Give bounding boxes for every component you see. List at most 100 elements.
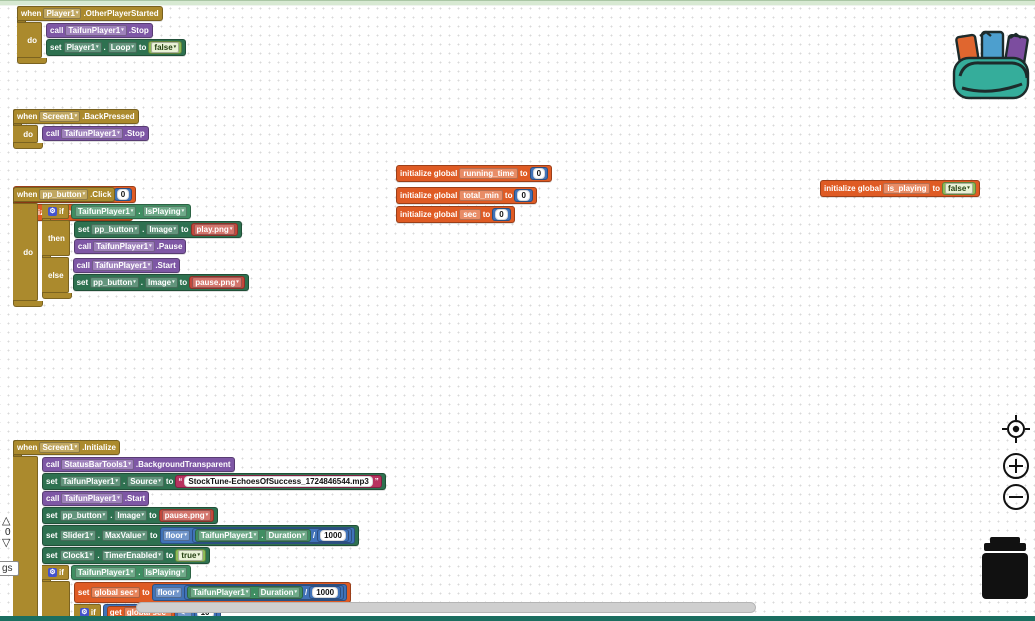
component-dropdown[interactable]: Clock1▾ bbox=[59, 550, 96, 561]
logic-boolean-block[interactable]: false▾ bbox=[942, 182, 976, 195]
property-dropdown[interactable]: Source▾ bbox=[127, 476, 164, 487]
property-dropdown[interactable]: Duration▾ bbox=[265, 530, 308, 541]
number-block[interactable]: 0 bbox=[529, 167, 549, 180]
rounding-dropdown[interactable]: floor▾ bbox=[162, 530, 190, 541]
variable-dropdown[interactable]: global sec▾ bbox=[91, 587, 141, 598]
property-dropdown[interactable]: Duration▾ bbox=[257, 587, 300, 598]
variable-name-field[interactable]: running_time bbox=[459, 168, 519, 179]
property-dropdown[interactable]: Image▾ bbox=[145, 277, 178, 288]
property-dropdown[interactable]: MaxValue▾ bbox=[102, 530, 148, 541]
property-dropdown[interactable]: IsPlaying▾ bbox=[142, 567, 188, 578]
component-dropdown[interactable]: pp_button▾ bbox=[90, 277, 139, 288]
number-field[interactable]: 0 bbox=[532, 168, 546, 179]
stack-screen1-initialize[interactable]: whenScreen1▾.InitializedocallStatusBarTo… bbox=[13, 440, 1035, 621]
asset-dropdown[interactable]: pause.png▾ bbox=[161, 510, 212, 521]
property-dropdown[interactable]: Loop▾ bbox=[107, 42, 137, 53]
asset-dropdown[interactable]: play.png▾ bbox=[193, 224, 236, 235]
horizontal-scrollbar[interactable] bbox=[136, 602, 756, 613]
component-dropdown[interactable]: Screen1▾ bbox=[39, 442, 81, 453]
number-block[interactable]: 0 bbox=[492, 208, 511, 221]
component-dropdown[interactable]: pp_button▾ bbox=[59, 510, 109, 521]
number-block[interactable]: 0 bbox=[113, 188, 133, 201]
number-field[interactable]: 1000 bbox=[312, 587, 339, 598]
logic-boolean-block[interactable]: false▾ bbox=[148, 41, 183, 54]
string-field[interactable]: StockTune-EchoesOfSuccess_1724846544.mp3 bbox=[184, 476, 373, 487]
number-block[interactable]: 1000 bbox=[317, 529, 349, 542]
boolean-dropdown[interactable]: true▾ bbox=[178, 550, 204, 561]
component-dropdown[interactable]: TaifunPlayer1▾ bbox=[61, 493, 123, 504]
component-dropdown[interactable]: Player1▾ bbox=[43, 8, 82, 19]
number-field[interactable]: 1000 bbox=[320, 530, 346, 541]
component-dropdown[interactable]: TaifunPlayer1▾ bbox=[189, 587, 252, 598]
component-dropdown[interactable]: TaifunPlayer1▾ bbox=[65, 25, 127, 36]
component-dropdown[interactable]: StatusBarTools1▾ bbox=[61, 459, 134, 470]
component-dropdown[interactable]: Screen1▾ bbox=[39, 111, 81, 122]
component-dropdown[interactable]: TaifunPlayer1▾ bbox=[59, 476, 121, 487]
number-field[interactable]: 0 bbox=[517, 190, 530, 201]
warning-indicator[interactable]: △ 0 ▽ bbox=[2, 516, 11, 549]
math-floor-block[interactable]: floor▾TaifunPlayer1▾.Duration▾/1000 bbox=[151, 584, 348, 601]
property-dropdown[interactable]: IsPlaying▾ bbox=[142, 206, 188, 217]
number-block[interactable]: 0 bbox=[514, 189, 533, 202]
asset-dropdown-block[interactable]: play.png▾ bbox=[190, 223, 239, 236]
math-operation-block[interactable]: TaifunPlayer1▾.Duration▾/1000 bbox=[183, 585, 345, 600]
asset-dropdown-block[interactable]: pause.png▾ bbox=[189, 276, 245, 289]
warnings-toggle-button[interactable]: gs bbox=[0, 561, 19, 576]
mutator-gear-icon[interactable]: ⚙ bbox=[48, 568, 57, 577]
component-dropdown[interactable]: Slider1▾ bbox=[59, 530, 96, 541]
component-dropdown[interactable]: TaifunPlayer1▾ bbox=[91, 260, 154, 271]
text-string-block[interactable]: “StockTune-EchoesOfSuccess_1724846544.mp… bbox=[175, 475, 382, 488]
backpack-icon[interactable] bbox=[950, 30, 1035, 109]
number-field[interactable]: 0 bbox=[495, 209, 508, 220]
component-dropdown[interactable]: TaifunPlayer1▾ bbox=[74, 206, 137, 217]
number-field[interactable]: 0 bbox=[116, 189, 130, 200]
component-dropdown[interactable]: TaifunPlayer1▾ bbox=[197, 530, 260, 541]
math-operation-block[interactable]: TaifunPlayer1▾.Duration▾/1000 bbox=[191, 528, 352, 543]
mutator-gear-icon[interactable]: ⚙ bbox=[79, 608, 89, 617]
property-getter-block[interactable]: TaifunPlayer1▾.Duration▾ bbox=[186, 586, 303, 599]
property-getter-block[interactable]: TaifunPlayer1▾.Duration▾ bbox=[194, 529, 311, 542]
number-block[interactable]: 1000 bbox=[309, 586, 342, 599]
logic-boolean-block[interactable]: true▾ bbox=[175, 549, 207, 562]
asset-dropdown[interactable]: pause.png▾ bbox=[192, 277, 242, 288]
mutator-gear-icon[interactable]: ⚙ bbox=[48, 207, 57, 216]
component-dropdown[interactable]: Player1▾ bbox=[63, 42, 102, 53]
boolean-dropdown[interactable]: false▾ bbox=[151, 42, 180, 53]
rounding-dropdown[interactable]: floor▾ bbox=[154, 587, 182, 598]
component-dropdown[interactable]: TaifunPlayer1▾ bbox=[93, 241, 155, 252]
math-floor-block[interactable]: floor▾TaifunPlayer1▾.Duration▾/1000 bbox=[159, 527, 355, 544]
zoom-out-button[interactable] bbox=[1002, 483, 1030, 516]
asset-dropdown-block[interactable]: pause.png▾ bbox=[158, 509, 215, 522]
component-dropdown[interactable]: pp_button▾ bbox=[91, 224, 141, 235]
component-dropdown[interactable]: pp_button▾ bbox=[39, 189, 89, 200]
trash-button[interactable] bbox=[976, 535, 1034, 606]
variable-name-field[interactable]: is_playing bbox=[883, 183, 931, 194]
boolean-dropdown[interactable]: false▾ bbox=[945, 183, 973, 194]
zoom-in-button[interactable] bbox=[1002, 452, 1030, 485]
component-dropdown[interactable]: TaifunPlayer1▾ bbox=[74, 567, 137, 578]
variable-name-field[interactable]: total_min bbox=[459, 190, 503, 201]
